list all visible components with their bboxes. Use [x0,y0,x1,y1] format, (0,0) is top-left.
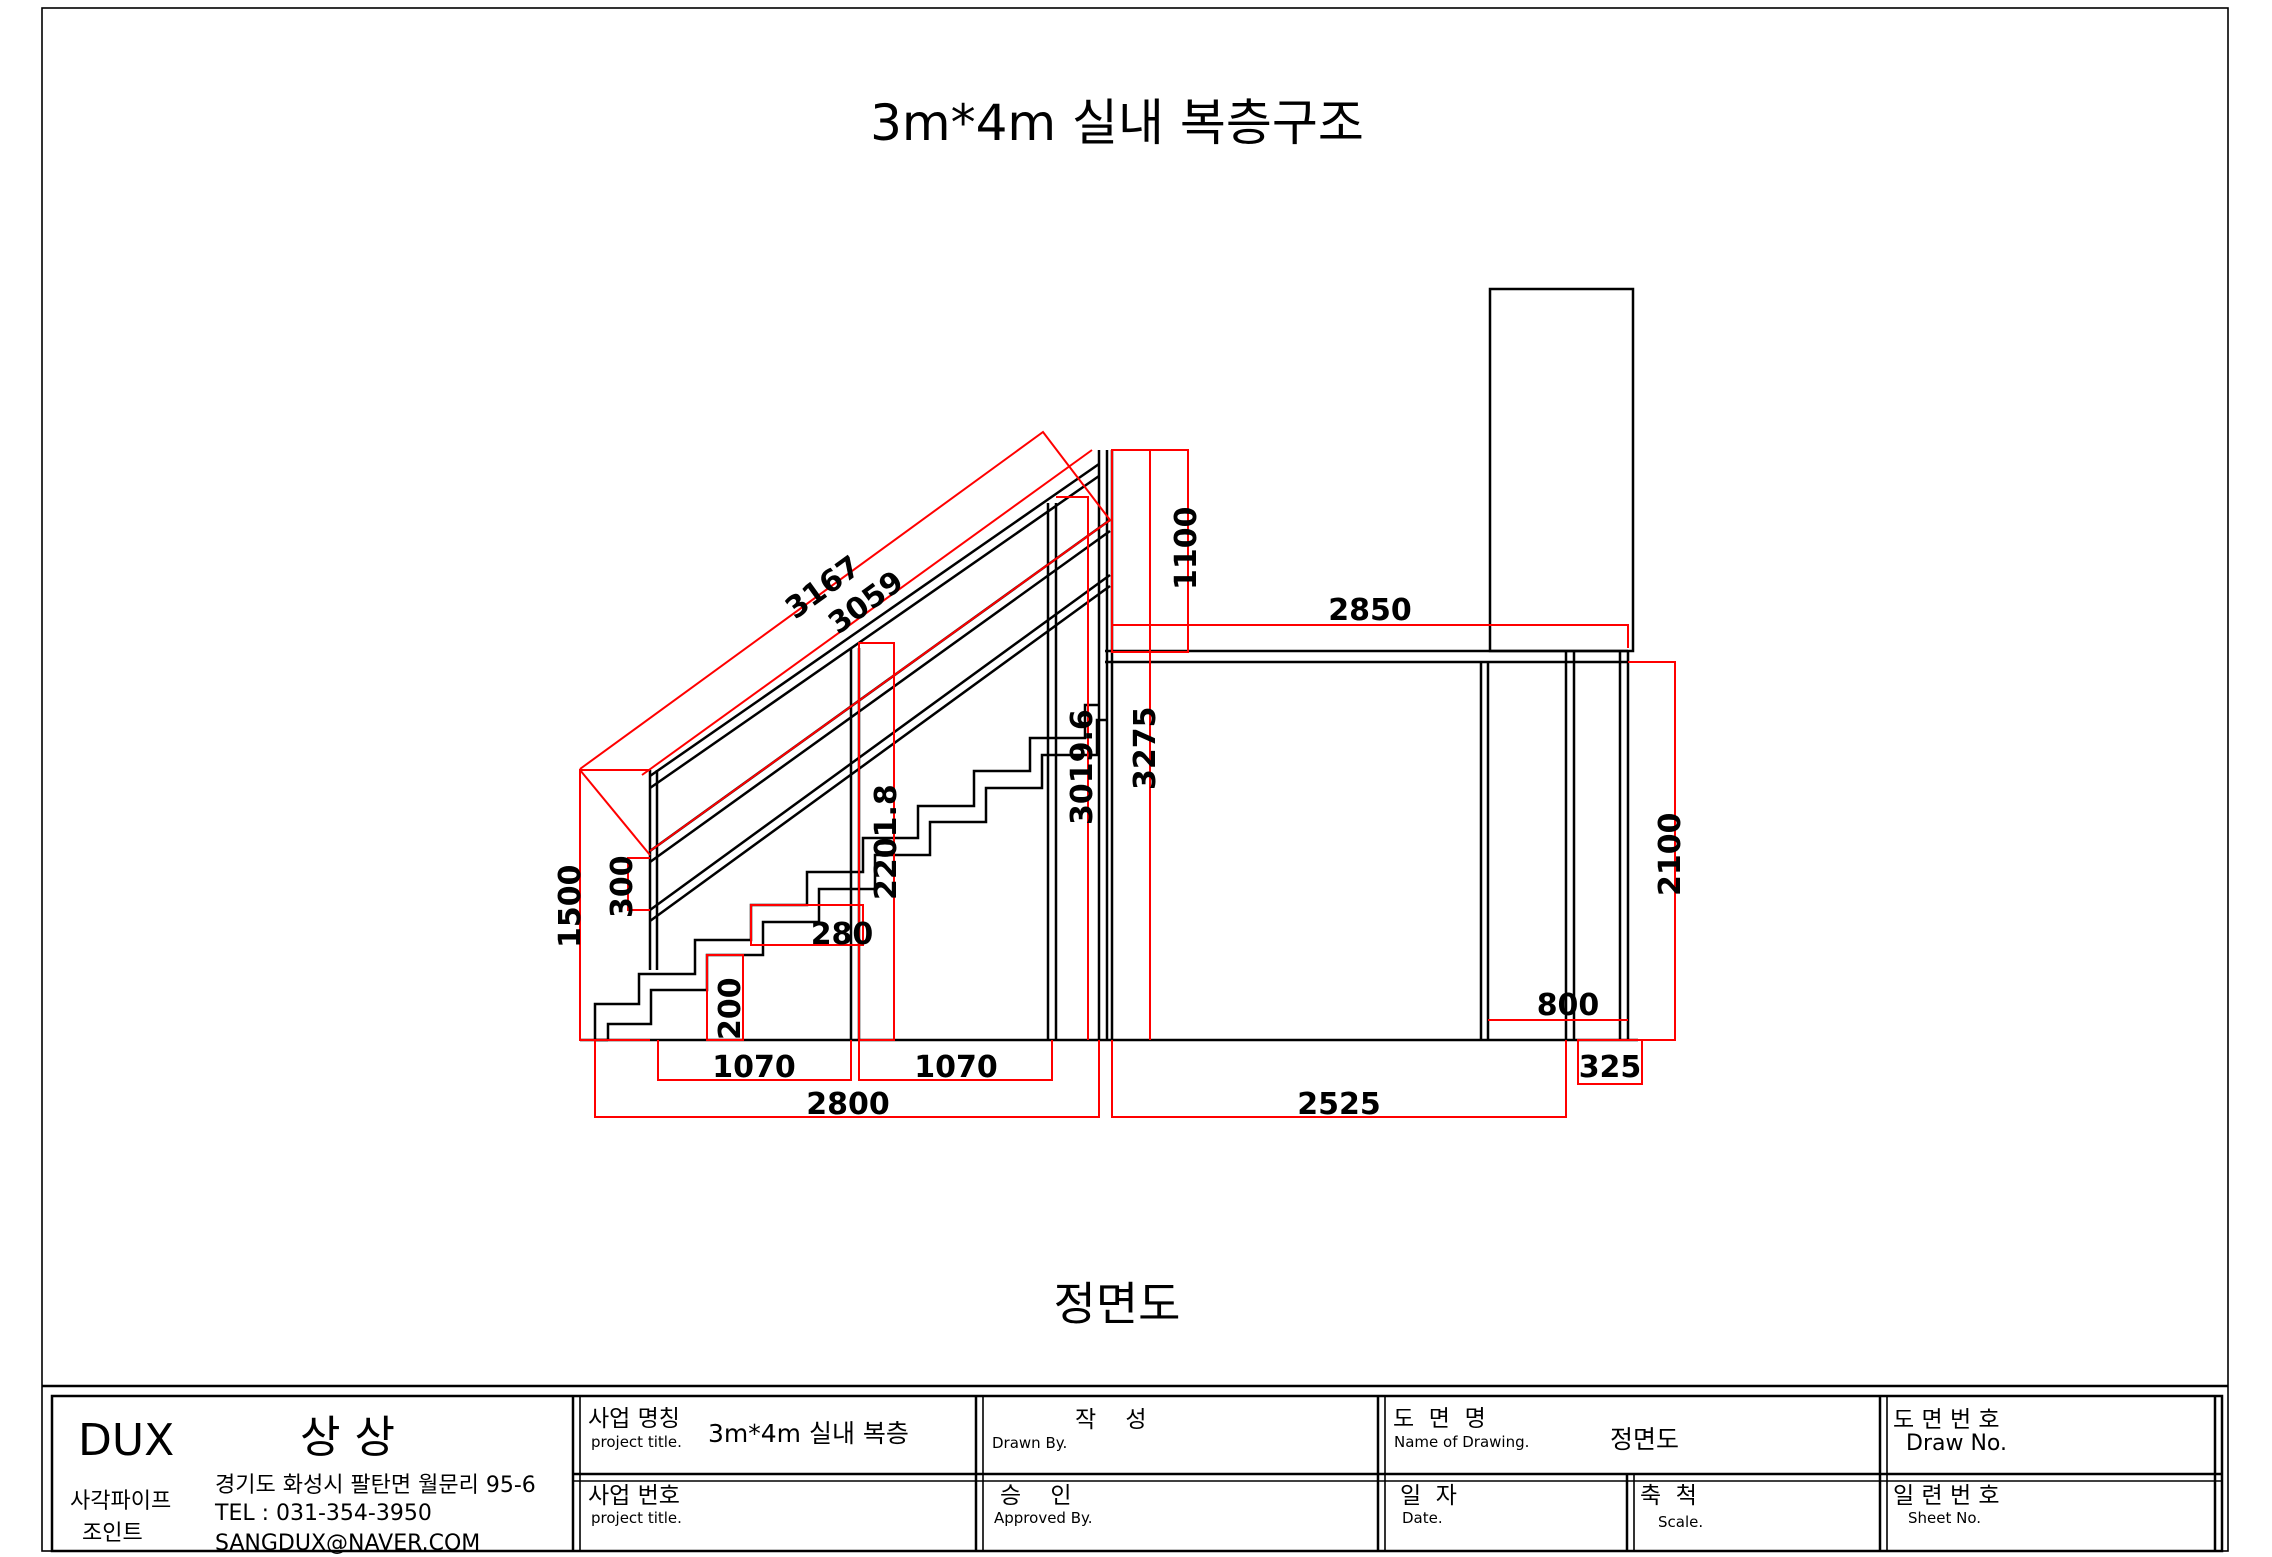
drawing-name-value: 정면도 [1610,1425,1679,1454]
stair-outline-lower [606,718,1107,1040]
drawn-label: 작 성 [1075,1407,1147,1433]
draw-no-label: 도 면 번 호 [1893,1407,2000,1433]
date-sub: Date. [1402,1509,1443,1527]
title-block: DUX 상 상 사각파이프 조인트 경기도 화성시 팔탄면 월문리 95-6 T… [42,1384,2228,1556]
view-name: 정면도 [1054,1277,1181,1331]
stair-outline-upper [593,703,1099,1040]
dimension-labels: 3167 3059 1100 2850 3275 3019.6 2201.8 1… [553,507,1688,1123]
dim-rail-slope [579,430,1112,852]
company-sub-2: 조인트 [82,1521,143,1546]
project-no-sub: project title. [591,1509,682,1527]
approved-sub: Approved By. [994,1509,1093,1527]
handrail-low-a [649,573,1111,912]
structure-lines [580,287,1638,1042]
dim-1500-bracket [579,769,650,1041]
dim-label-1100: 1100 [1169,507,1204,591]
dim-2800-bracket [594,1040,1100,1118]
dim-325-box [1577,1039,1643,1085]
dim-label-3275: 3275 [1128,707,1163,791]
scale-sub: Scale. [1658,1513,1703,1531]
dim-label-280: 280 [811,917,874,952]
handrail-top-a [649,462,1100,778]
dim-label-800: 800 [1537,988,1600,1023]
dim-label-1070-left: 1070 [712,1050,796,1085]
dim-280-box [750,904,864,946]
upper-wall-panel [1488,287,1635,653]
project-no-label: 사업 번호 [588,1483,680,1509]
dim-300-bracket [627,857,650,911]
dim-2850-bracket [1111,624,1629,648]
dim-label-2201: 2201.8 [869,784,904,900]
scale-label: 축 척 [1640,1483,1697,1509]
project-name-value: 3m*4m 실내 복층 [708,1419,909,1448]
sheet-no-sub: Sheet No. [1908,1509,1981,1527]
dim-3019-bracket [1056,496,1089,1040]
dim-rail-slope-inner [641,449,1093,776]
company-name: 상 상 [300,1412,395,1463]
dim-1070-right [858,1040,1053,1081]
company-sub-1: 사각파이프 [70,1489,171,1514]
dim-200-box [706,954,744,1041]
dim-2201-box [858,642,895,1041]
handrail-top-b [649,474,1100,790]
dim-label-2100: 2100 [1653,813,1688,897]
handrail-low-b [649,584,1111,923]
dim-1070-left [657,1040,852,1081]
dim-label-325: 325 [1579,1050,1642,1085]
company-address: 경기도 화성시 팔탄면 월문리 95-6 [215,1473,536,1498]
company-brand: DUX [78,1415,174,1466]
dim-label-2525: 2525 [1297,1087,1381,1122]
company-email: SANGDUX@NAVER.COM [215,1531,480,1556]
dim-label-1070-right: 1070 [914,1050,998,1085]
dim-label-200: 200 [713,977,748,1040]
drawing-name-sub: Name of Drawing. [1394,1433,1529,1451]
dim-label-2800: 2800 [806,1087,890,1122]
project-name-sub: project title. [591,1433,682,1451]
dim-2100-bracket [1628,661,1676,1041]
drawing-name-label: 도 면 명 [1393,1406,1486,1432]
drawn-sub: Drawn By. [992,1434,1067,1452]
draw-no-sub: Draw No. [1906,1431,2007,1456]
handrail-mid-b [649,529,1111,864]
dim-1500-diagonal [579,769,651,856]
dimension-lines [579,430,1676,1118]
dim-label-300: 300 [605,855,640,918]
dim-label-1500: 1500 [553,865,588,949]
dim-2525-bracket [1111,1040,1567,1118]
drawing-title: 3m*4m 실내 복층구조 [870,94,1364,152]
dim-label-2850: 2850 [1328,593,1412,628]
project-name-label: 사업 명칭 [588,1406,680,1432]
company-tel: TEL : 031-354-3950 [214,1501,432,1526]
date-label: 일 자 [1400,1483,1457,1509]
dim-label-3019: 3019.6 [1065,709,1100,825]
approved-label: 승 인 [1000,1483,1072,1509]
sheet-no-label: 일 련 번 호 [1893,1483,2000,1509]
